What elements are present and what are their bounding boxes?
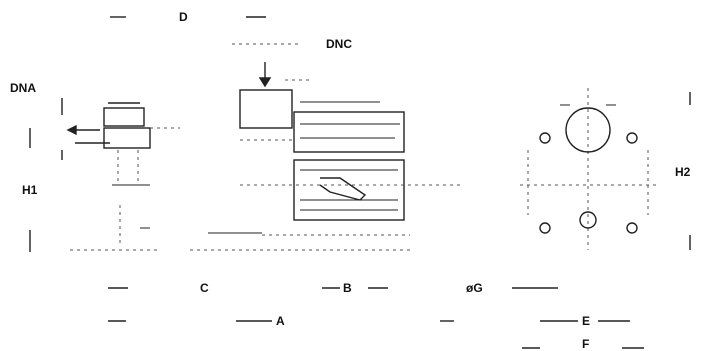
label-a: A xyxy=(276,314,285,328)
label-dna: DNA xyxy=(10,81,36,95)
label-dnc: DNC xyxy=(326,37,352,51)
label-h2: H2 xyxy=(675,165,691,179)
label-c: C xyxy=(200,281,209,295)
side-view-pump xyxy=(61,98,180,251)
label-d: D xyxy=(179,10,188,24)
label-e: E xyxy=(582,314,591,328)
label-b: B xyxy=(343,281,352,295)
label-h1: H1 xyxy=(22,183,38,197)
motor-body xyxy=(190,79,460,251)
label-f: F xyxy=(582,337,590,351)
label-g: øG xyxy=(466,281,483,295)
front-view-flange xyxy=(520,88,656,250)
dnc-arrow-head xyxy=(258,77,272,88)
